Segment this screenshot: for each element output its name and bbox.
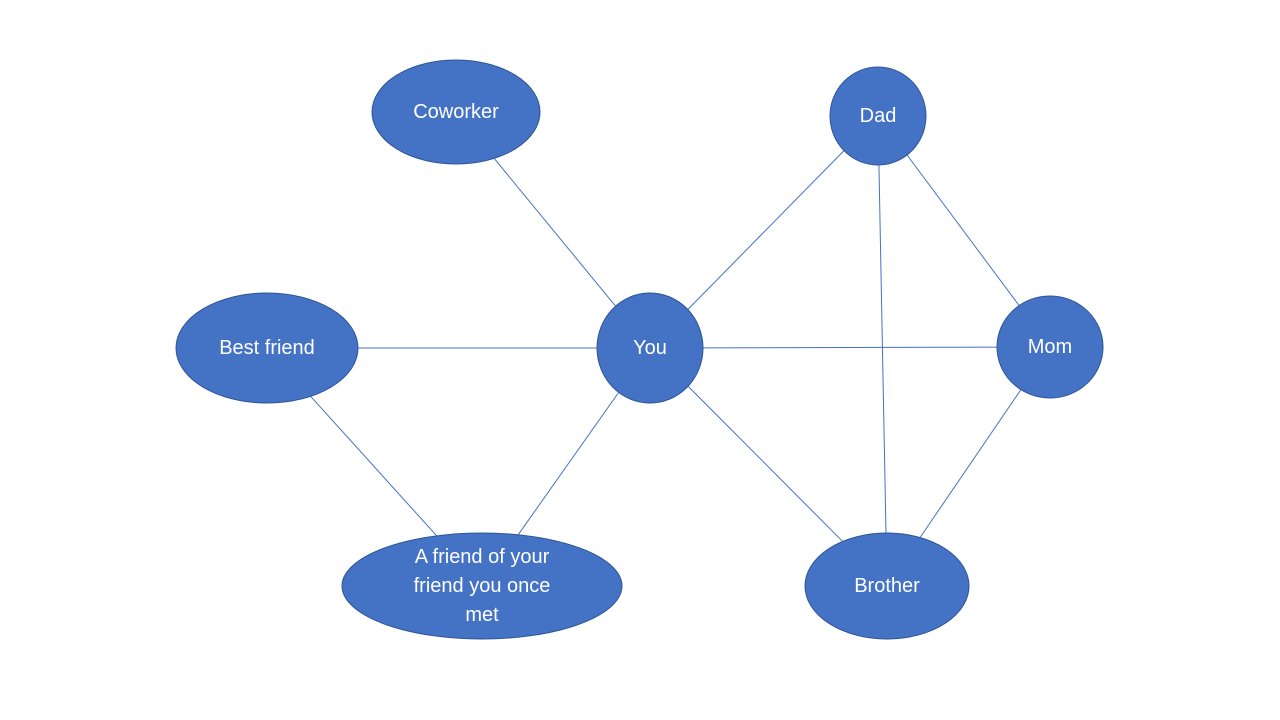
edge-dad-brother	[878, 164, 887, 534]
node-you: You	[596, 292, 704, 404]
node-label-friend-of-friend-1: friend you once	[414, 575, 551, 597]
edge-coworker-you	[493, 158, 616, 307]
node-shape-friend-of-friend	[341, 532, 623, 640]
edges-layer	[310, 150, 1022, 542]
node-shape-you	[596, 292, 704, 404]
node-shape-brother	[804, 532, 970, 640]
node-friend-of-friend: A friend of your friend you once met	[341, 532, 623, 640]
edge-mom-brother	[919, 389, 1022, 538]
node-mom: Mom	[996, 295, 1104, 399]
node-label-friend-of-friend-2: met	[465, 604, 499, 626]
edge-dad-mom	[906, 154, 1020, 306]
node-shape-dad	[829, 66, 927, 166]
node-label-best-friend: Best friend	[219, 337, 315, 359]
node-label-dad: Dad	[860, 105, 897, 127]
node-label-friend-of-friend-0: A friend of your	[415, 546, 550, 568]
node-coworker: Coworker	[371, 59, 541, 165]
edge-you-dad	[687, 150, 845, 310]
edge-you-mom	[702, 346, 998, 349]
node-label-mom: Mom	[1028, 336, 1072, 358]
node-label-you: You	[633, 337, 667, 359]
node-dad: Dad	[829, 66, 927, 166]
edge-friend-of-friend-you	[517, 392, 620, 536]
node-label-brother: Brother	[854, 575, 920, 597]
node-shape-coworker	[371, 59, 541, 165]
node-best-friend: Best friend	[175, 292, 359, 404]
edge-you-brother	[687, 385, 843, 542]
node-brother: Brother	[804, 532, 970, 640]
node-shape-mom	[996, 295, 1104, 399]
node-shape-best-friend	[175, 292, 359, 404]
edge-best-friend-friend-of-friend	[310, 395, 438, 537]
node-label-coworker: Coworker	[413, 101, 499, 123]
